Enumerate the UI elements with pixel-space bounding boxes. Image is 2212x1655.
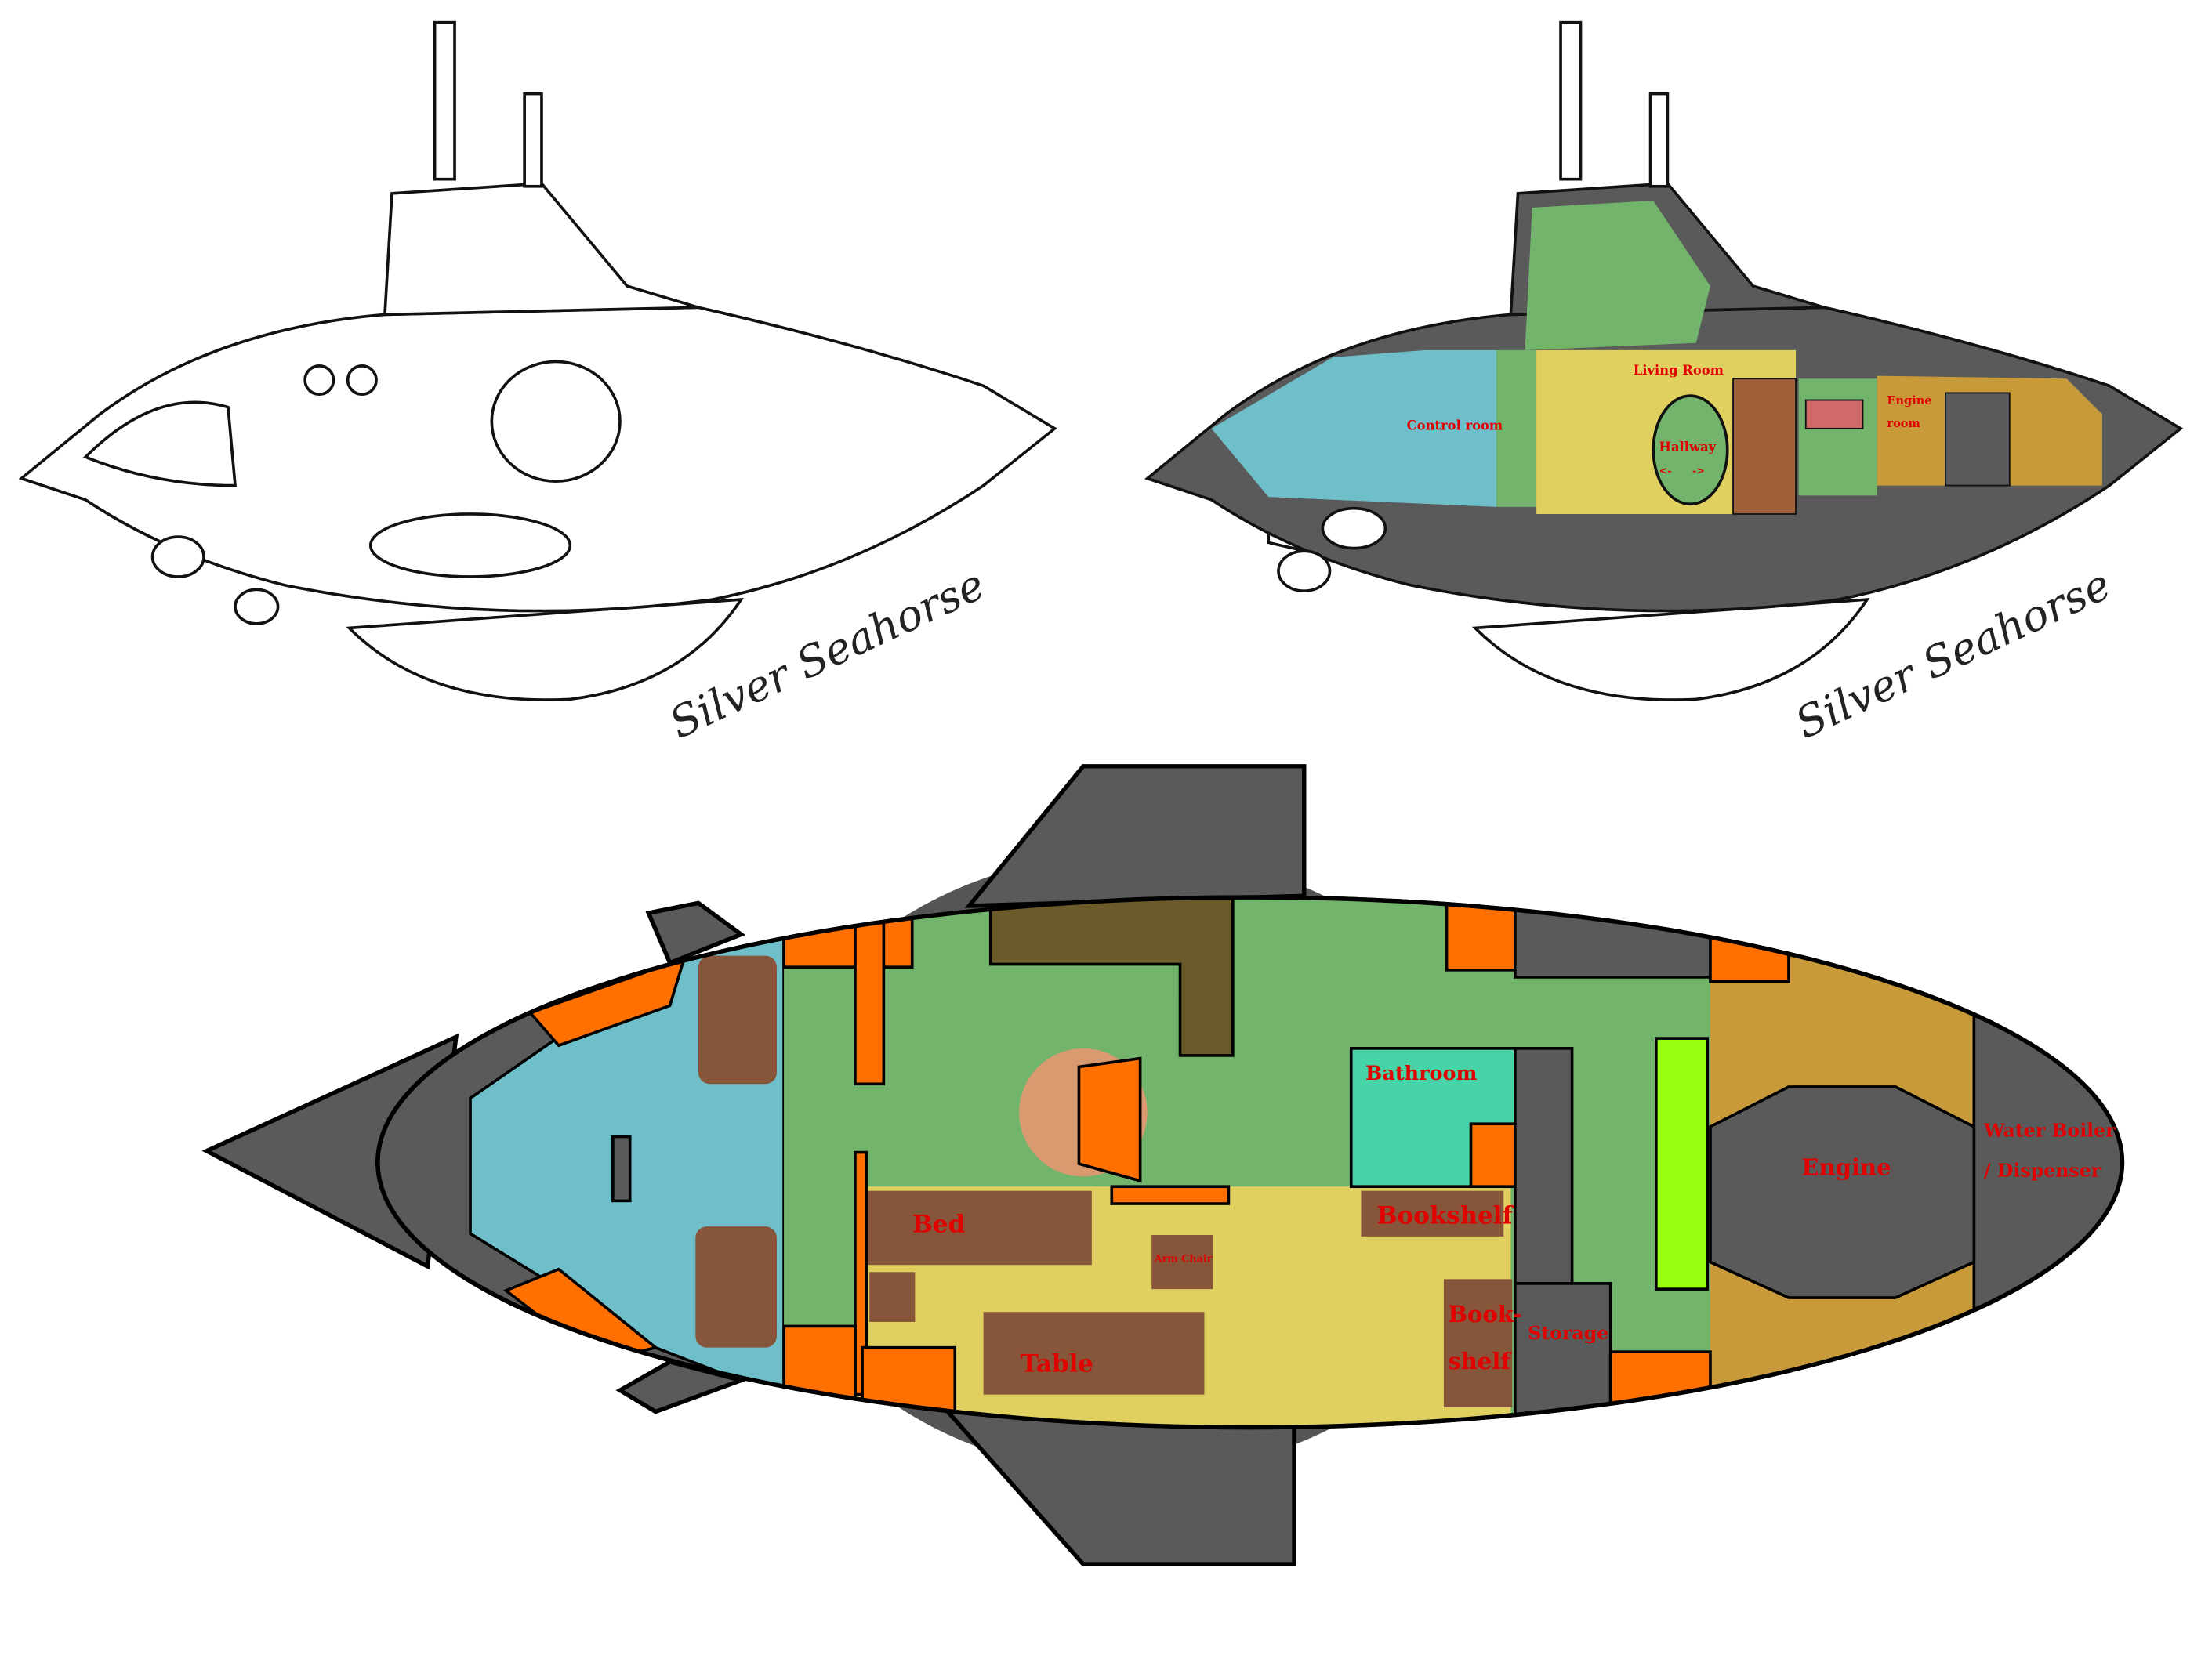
bed (866, 1190, 1092, 1266)
arm-chair (1151, 1235, 1213, 1290)
label-table: Table (1021, 1350, 1093, 1378)
label-engine: Engine (1887, 394, 1931, 407)
table (983, 1312, 1205, 1395)
label-bathroom: Bathroom (1365, 1062, 1478, 1085)
label-hallway: Hallway (1659, 440, 1717, 454)
label-room: room (1887, 417, 1920, 430)
label-living-room: Living Room (1634, 363, 1724, 378)
label-bookshelf-2a: Book- (1448, 1301, 1521, 1327)
lineart-periscope-1 (433, 20, 456, 181)
nightstand (869, 1272, 916, 1322)
control-seat-top (698, 955, 777, 1085)
label-control-room: Control room (1407, 418, 1503, 433)
lineart-porthole-2 (346, 364, 378, 397)
cutaway-hallway (1652, 394, 1729, 506)
engine-block (1709, 1085, 1976, 1299)
storage-wall (1514, 1047, 1574, 1285)
cutaway-green-room (1496, 349, 1537, 507)
floor-plan-labels: Bathroom Bookshelf Bed Arm Chair Table B… (912, 1062, 2116, 1378)
cutaway-green-room-2 (1798, 378, 1877, 496)
label-hallway-arrows: <- -> (1659, 465, 1705, 476)
label-bookshelf: Bookshelf (1376, 1201, 1514, 1229)
label-arm-chair: Arm Chair (1154, 1253, 1213, 1265)
control-console (611, 1135, 632, 1203)
lineart-side-fin (368, 512, 572, 578)
cutaway-wardrobe (1732, 378, 1797, 515)
label-dispenser: / Dispenser (1984, 1159, 2101, 1181)
bathroom (1349, 1047, 1517, 1189)
bookshelf-2 (1443, 1279, 1513, 1408)
cutaway-control-room (1211, 349, 1497, 507)
lineart-porthole-1 (303, 364, 335, 397)
lineart-lower-keel (346, 597, 745, 701)
label-storage: Storage (1528, 1322, 1608, 1344)
top-fin (964, 764, 1307, 908)
side-view-cutaway (1144, 20, 2184, 701)
bookshelf (1361, 1190, 1504, 1237)
lineart-window (490, 360, 622, 483)
label-water-boiler: Water Boiler (1983, 1120, 2116, 1142)
lineart-nose-window (82, 400, 238, 487)
cutaway-tower-room (1525, 200, 1710, 350)
label-bed: Bed (912, 1210, 965, 1238)
label-bookshelf-2b: shelf (1448, 1348, 1512, 1374)
nose-fin-top (645, 900, 746, 966)
bottom-fin (942, 1409, 1296, 1566)
side-view-lineart (18, 20, 1057, 701)
label-engine-plan: Engine (1801, 1154, 1891, 1181)
lineart-tower (383, 182, 699, 317)
lineart-thruster-2 (234, 588, 280, 625)
cutaway-engine (1945, 392, 2011, 487)
lineart-thruster-1 (150, 535, 205, 578)
lime-panel (1655, 1037, 1710, 1291)
lineart-periscope-2 (523, 92, 543, 188)
control-seat-bottom (695, 1226, 777, 1348)
nose-fin-bottom (615, 1359, 749, 1414)
